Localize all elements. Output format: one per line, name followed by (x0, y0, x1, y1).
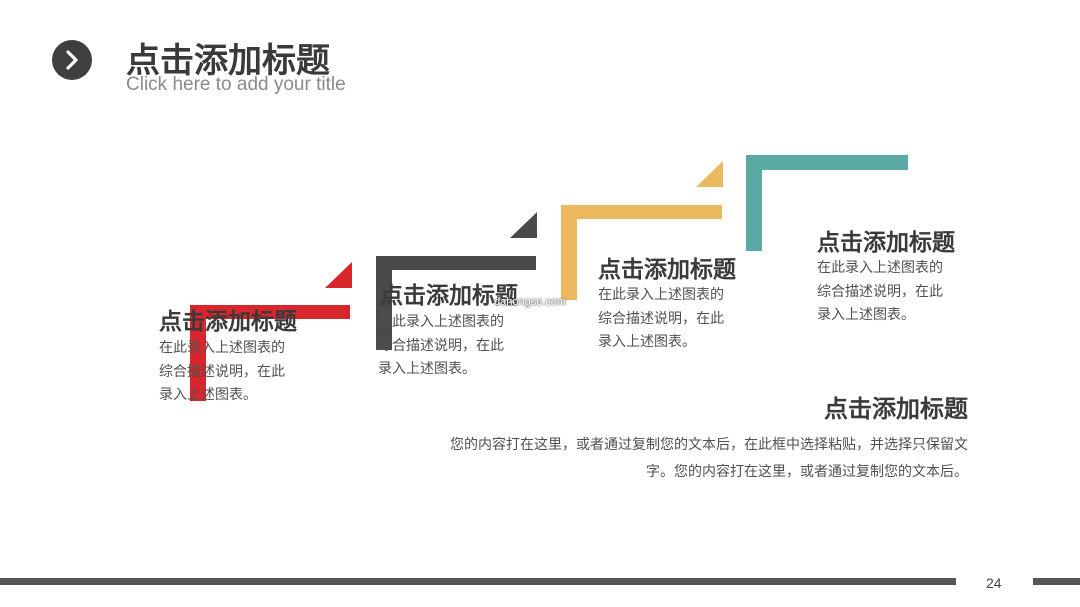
page-number: 24 (986, 575, 1002, 591)
step-1-desc: 在此录入上述图表的 综合描述说明，在此 录入上述图表。 (159, 340, 285, 403)
step-3-title: 点击添加标题 (598, 257, 736, 283)
step-3-vertical-bar (561, 205, 577, 300)
step-1-horizontal-bar (190, 305, 350, 319)
step-1-triangle (325, 262, 352, 288)
step-2-horizontal-bar (376, 256, 536, 270)
step-1-title: 点击添加标题 (159, 309, 297, 335)
step-3-desc: 在此录入上述图表的 综合描述说明，在此 录入上述图表。 (598, 287, 724, 350)
step-4-horizontal-bar (746, 155, 908, 170)
summary-title: 点击添加标题 (824, 395, 968, 423)
footer-bar-left (0, 578, 956, 585)
step-3-horizontal-bar (561, 205, 722, 219)
step-4-desc: 在此录入上述图表的 综合描述说明，在此 录入上述图表。 (817, 260, 943, 323)
step-2-desc: 在此录入上述图表的 综合描述说明，在此 录入上述图表。 (378, 314, 504, 377)
step-2-triangle (510, 212, 537, 238)
step-2-vertical-bar (376, 256, 392, 350)
nav-badge[interactable] (52, 40, 92, 80)
chevron-right-icon (66, 50, 78, 70)
page-title: 点击添加标题 (126, 41, 330, 81)
step-2-title: 点击添加标题 (380, 283, 518, 309)
step-1-vertical-bar (190, 305, 206, 401)
watermark: dahongse.com (494, 296, 567, 308)
step-4-title: 点击添加标题 (817, 230, 955, 256)
step-4-vertical-bar (746, 155, 762, 251)
summary-body: 您的内容打在这里，或者通过复制您的文本后，在此框中选择粘贴，并选择只保留文字。您… (450, 437, 968, 480)
step-3-triangle (696, 161, 723, 187)
footer-bar-right (1033, 578, 1080, 585)
page-subtitle: Click here to add your title (126, 74, 346, 95)
